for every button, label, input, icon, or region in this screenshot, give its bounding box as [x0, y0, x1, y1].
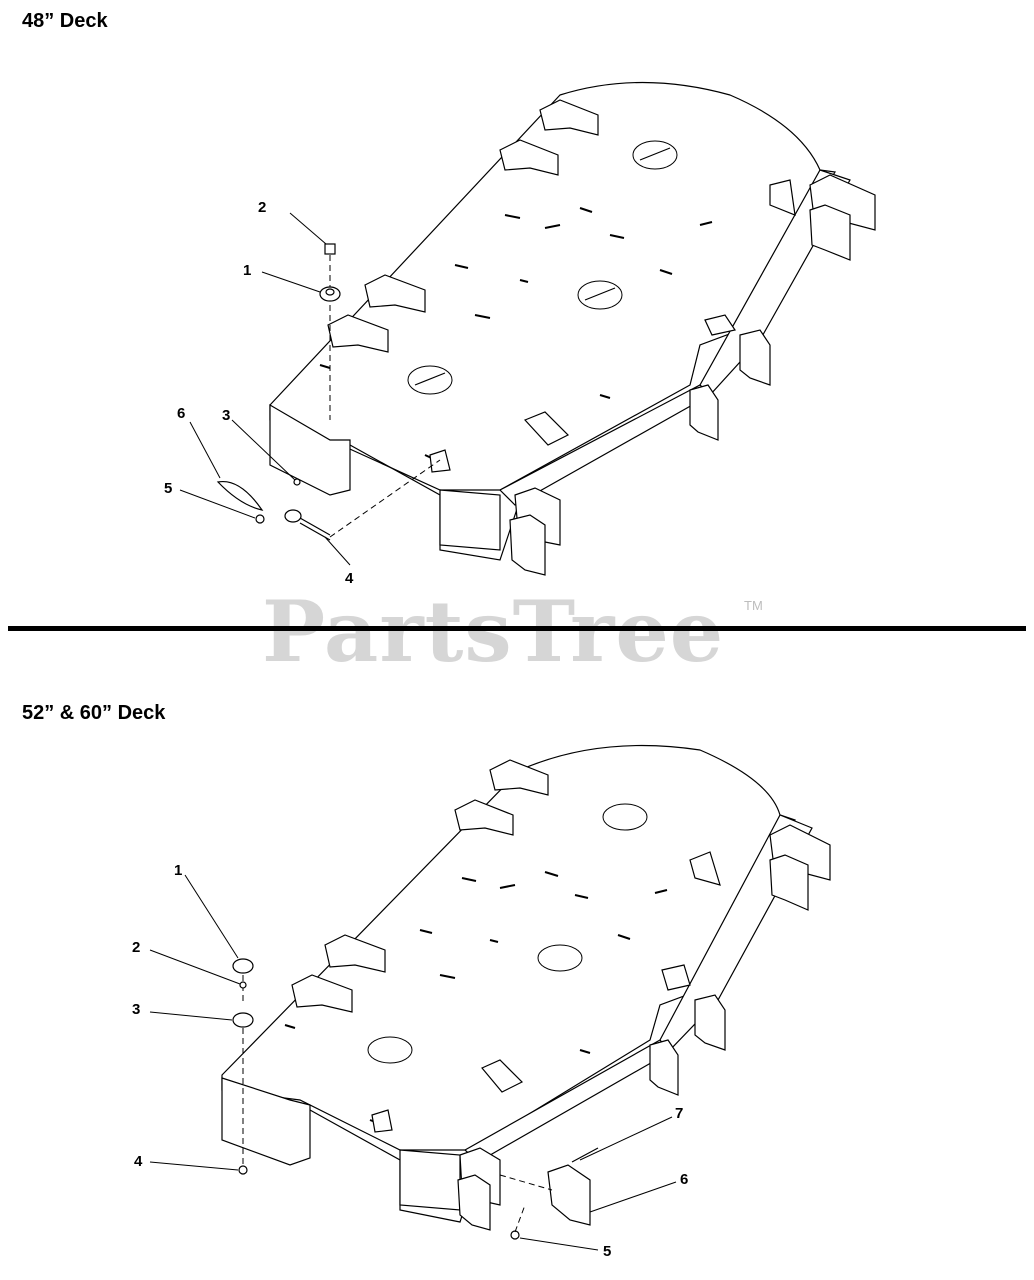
bolt-part-4: [238, 1165, 248, 1175]
watermark-logo: PartsTree: [262, 582, 725, 681]
lynch-pin-part-6: [216, 480, 264, 511]
deck-48-diagram: 2 1 6 3 5 4: [164, 81, 876, 587]
callout-3: 3: [132, 1001, 140, 1018]
callout-4: 4: [345, 570, 354, 587]
bolt-part-7: [571, 1147, 599, 1163]
deck-48-parts: [216, 243, 441, 541]
bracket-part-6: [547, 1164, 591, 1226]
bolt-part-2: [324, 243, 336, 255]
callout-1: 1: [243, 262, 251, 279]
section-title-52-60-deck: 52” & 60” Deck: [22, 702, 166, 724]
callout-2: 2: [132, 939, 140, 956]
nut-part-1: [232, 958, 254, 974]
watermark-trademark: TM: [744, 598, 763, 613]
callout-1: 1: [174, 862, 182, 879]
deck-48-callouts: 2 1 6 3 5 4: [164, 199, 354, 587]
section-title-48-deck: 48” Deck: [22, 10, 108, 32]
callout-5: 5: [603, 1243, 611, 1260]
callout-6: 6: [680, 1171, 688, 1188]
callout-4: 4: [134, 1153, 143, 1170]
section-divider: [8, 626, 1026, 631]
callout-6: 6: [177, 405, 185, 422]
callout-3: 3: [222, 407, 230, 424]
deck-52-60-callouts: 1 2 3 4 7 6 5: [132, 862, 688, 1260]
deck-48-body: [269, 81, 876, 576]
pin-part-3: [293, 478, 301, 486]
deck-52-60-parts: [232, 958, 599, 1240]
callout-5: 5: [164, 480, 172, 497]
nut-part-5: [510, 1230, 520, 1240]
callout-2: 2: [258, 199, 266, 216]
bearing-part-3: [232, 1012, 254, 1028]
nut-part-5: [255, 514, 265, 524]
clevis-pin-part-4: [284, 509, 302, 523]
deck-52-60-diagram: 1 2 3 4 7 6 5: [132, 744, 831, 1260]
washer-part-2: [239, 981, 247, 989]
callout-7: 7: [675, 1105, 683, 1122]
deck-52-60-body: [221, 744, 831, 1231]
